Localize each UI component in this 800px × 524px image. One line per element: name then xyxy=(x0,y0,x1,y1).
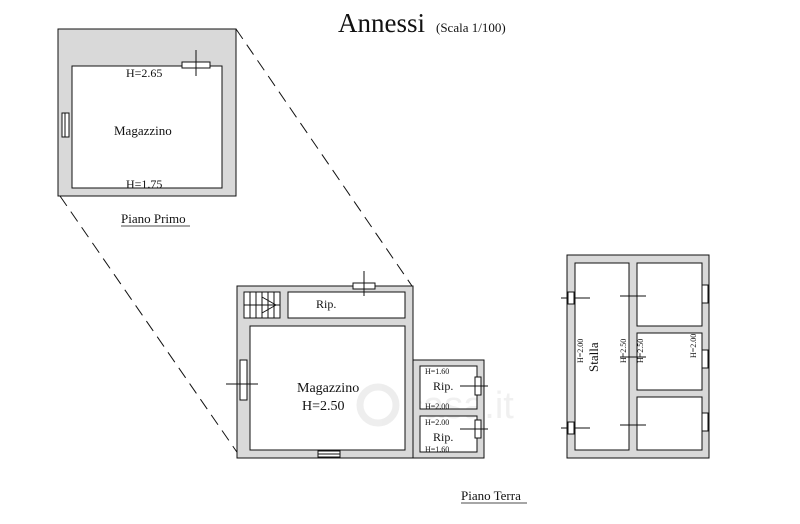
door-icon xyxy=(460,419,488,439)
stalla-label: Stalla xyxy=(586,342,601,372)
stalla-height-left: H=2.00 xyxy=(576,339,585,363)
door-icon xyxy=(561,421,590,435)
stalla-plan: Stalla H=2.00 H=2.50 H=2.50 H=2.00 xyxy=(561,254,710,459)
window-icon xyxy=(61,112,70,138)
door-icon xyxy=(181,50,211,76)
rip1-label: Rip. xyxy=(433,379,453,393)
window-icon xyxy=(317,450,341,458)
piano-primo-height-top: H=2.65 xyxy=(126,66,162,80)
rip1-height-top: H=1.60 xyxy=(425,367,449,376)
piano-primo-height-bottom: H=1.75 xyxy=(126,177,162,191)
piano-terra-label: Piano Terra xyxy=(461,488,521,503)
piano-primo-label: Piano Primo xyxy=(121,211,186,226)
rip1-height-bottom: H=2.00 xyxy=(425,402,449,411)
piano-primo-walls xyxy=(57,28,237,197)
stalla-walls xyxy=(566,254,710,459)
door-icon xyxy=(460,376,488,396)
magazzino-label: Magazzino xyxy=(297,381,359,396)
stalla-height-center-right: H=2.50 xyxy=(636,339,645,363)
piano-primo-room-label: Magazzino xyxy=(114,123,172,138)
watermark-text: casa.it xyxy=(404,385,514,427)
drawing-title: Annessi xyxy=(338,8,425,38)
storage-top-label: Rip. xyxy=(316,297,336,311)
projection-lines xyxy=(59,28,413,459)
door-icon xyxy=(226,359,258,401)
door-icon xyxy=(561,291,590,305)
drawing-scale: (Scala 1/100) xyxy=(436,20,506,35)
rip-rooms-walls xyxy=(412,359,485,459)
door-icon xyxy=(352,271,376,296)
piano-primo-plan: H=2.65 Magazzino H=1.75 Piano Primo xyxy=(57,28,237,227)
magazzino-height: H=2.50 xyxy=(302,399,345,414)
rip2-label: Rip. xyxy=(433,430,453,444)
stalla-height-right: H=2.00 xyxy=(689,334,698,358)
stalla-height-center-left: H=2.50 xyxy=(619,339,628,363)
stair-icon xyxy=(244,292,280,318)
rip2-height-bottom: H=1.60 xyxy=(425,445,449,454)
piano-terra-plan: Rip. Magazzino H=2.50 H=1.60 Rip. H=2.00… xyxy=(226,271,527,504)
window-icon xyxy=(701,284,709,432)
rip2-height-top: H=2.00 xyxy=(425,418,449,427)
watermark-logo: casa.it xyxy=(356,383,514,427)
door-icon xyxy=(620,295,646,426)
